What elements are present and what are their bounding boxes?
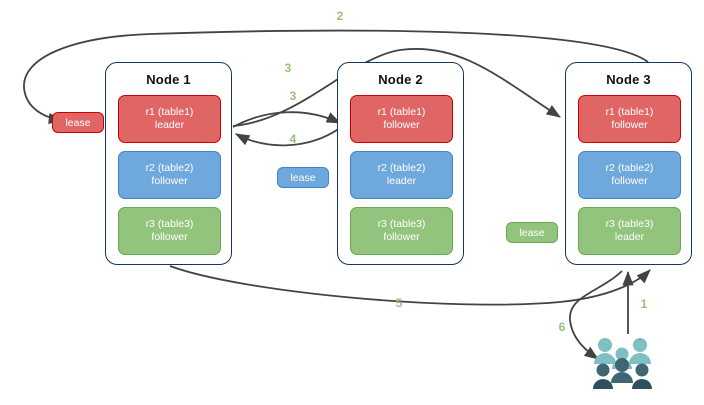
node-3-replica-r3-role: leader	[614, 231, 645, 243]
node-2-replica-r3[interactable]: r3 (table3) follower	[350, 207, 453, 255]
node-2-title: Node 2	[378, 72, 423, 87]
node-3-replica-r2-role: follower	[611, 175, 648, 187]
step-label-3a: 3	[284, 61, 292, 75]
node-3[interactable]: Node 3 r1 (table1) follower r2 (table2) …	[565, 62, 692, 265]
node-2-replica-r2-id: r2 (table2)	[377, 162, 426, 174]
node-2-replica-r1[interactable]: r1 (table1) follower	[350, 95, 453, 143]
node-2-replica-r2[interactable]: r2 (table2) leader	[350, 151, 453, 199]
node-1-replica-r2-role: follower	[151, 175, 188, 187]
node-1-title: Node 1	[146, 72, 191, 87]
node-3-replica-r2-id: r2 (table2)	[605, 162, 654, 174]
lease-table2[interactable]: lease	[277, 167, 329, 188]
node-2-replica-r2-role: leader	[386, 175, 417, 187]
node-1-replica-r1-id: r1 (table1)	[145, 106, 194, 118]
node-1-replica-r3-id: r3 (table3)	[145, 218, 194, 230]
node-1[interactable]: Node 1 r1 (table1) leader r2 (table2) fo…	[105, 62, 232, 265]
arrow-step-5	[169, 265, 651, 306]
node-2[interactable]: Node 2 r1 (table1) follower r2 (table2) …	[337, 62, 464, 265]
node-2-replica-r3-role: follower	[383, 231, 420, 243]
step-label-1: 1	[640, 297, 648, 311]
step-label-2: 2	[336, 9, 344, 23]
node-3-replica-r1-id: r1 (table1)	[605, 106, 654, 118]
node-2-replica-r1-role: follower	[383, 119, 420, 131]
node-2-replica-r3-id: r3 (table3)	[377, 218, 426, 230]
lease-table3[interactable]: lease	[506, 222, 558, 243]
node-1-replica-r3[interactable]: r3 (table3) follower	[118, 207, 221, 255]
node-3-title: Node 3	[606, 72, 651, 87]
node-3-replica-r2[interactable]: r2 (table2) follower	[578, 151, 681, 199]
users-icon[interactable]	[592, 336, 654, 390]
node-1-replica-r2-id: r2 (table2)	[145, 162, 194, 174]
lease-table1[interactable]: lease	[52, 112, 104, 133]
node-3-replica-r1-role: follower	[611, 119, 648, 131]
node-3-replica-r3-id: r3 (table3)	[605, 218, 654, 230]
arrow-step-3-short	[232, 111, 341, 128]
node-3-replica-r1[interactable]: r1 (table1) follower	[578, 95, 681, 143]
node-1-replica-r1[interactable]: r1 (table1) leader	[118, 95, 221, 143]
step-label-6: 6	[558, 320, 566, 334]
node-2-replica-r1-id: r1 (table1)	[377, 106, 426, 118]
node-1-replica-r3-role: follower	[151, 231, 188, 243]
step-label-3b: 3	[289, 89, 297, 103]
node-1-replica-r2[interactable]: r2 (table2) follower	[118, 151, 221, 199]
node-3-replica-r3[interactable]: r3 (table3) leader	[578, 207, 681, 255]
node-1-replica-r1-role: leader	[154, 119, 185, 131]
step-label-5: 5	[395, 296, 403, 310]
step-label-4: 4	[289, 132, 297, 146]
